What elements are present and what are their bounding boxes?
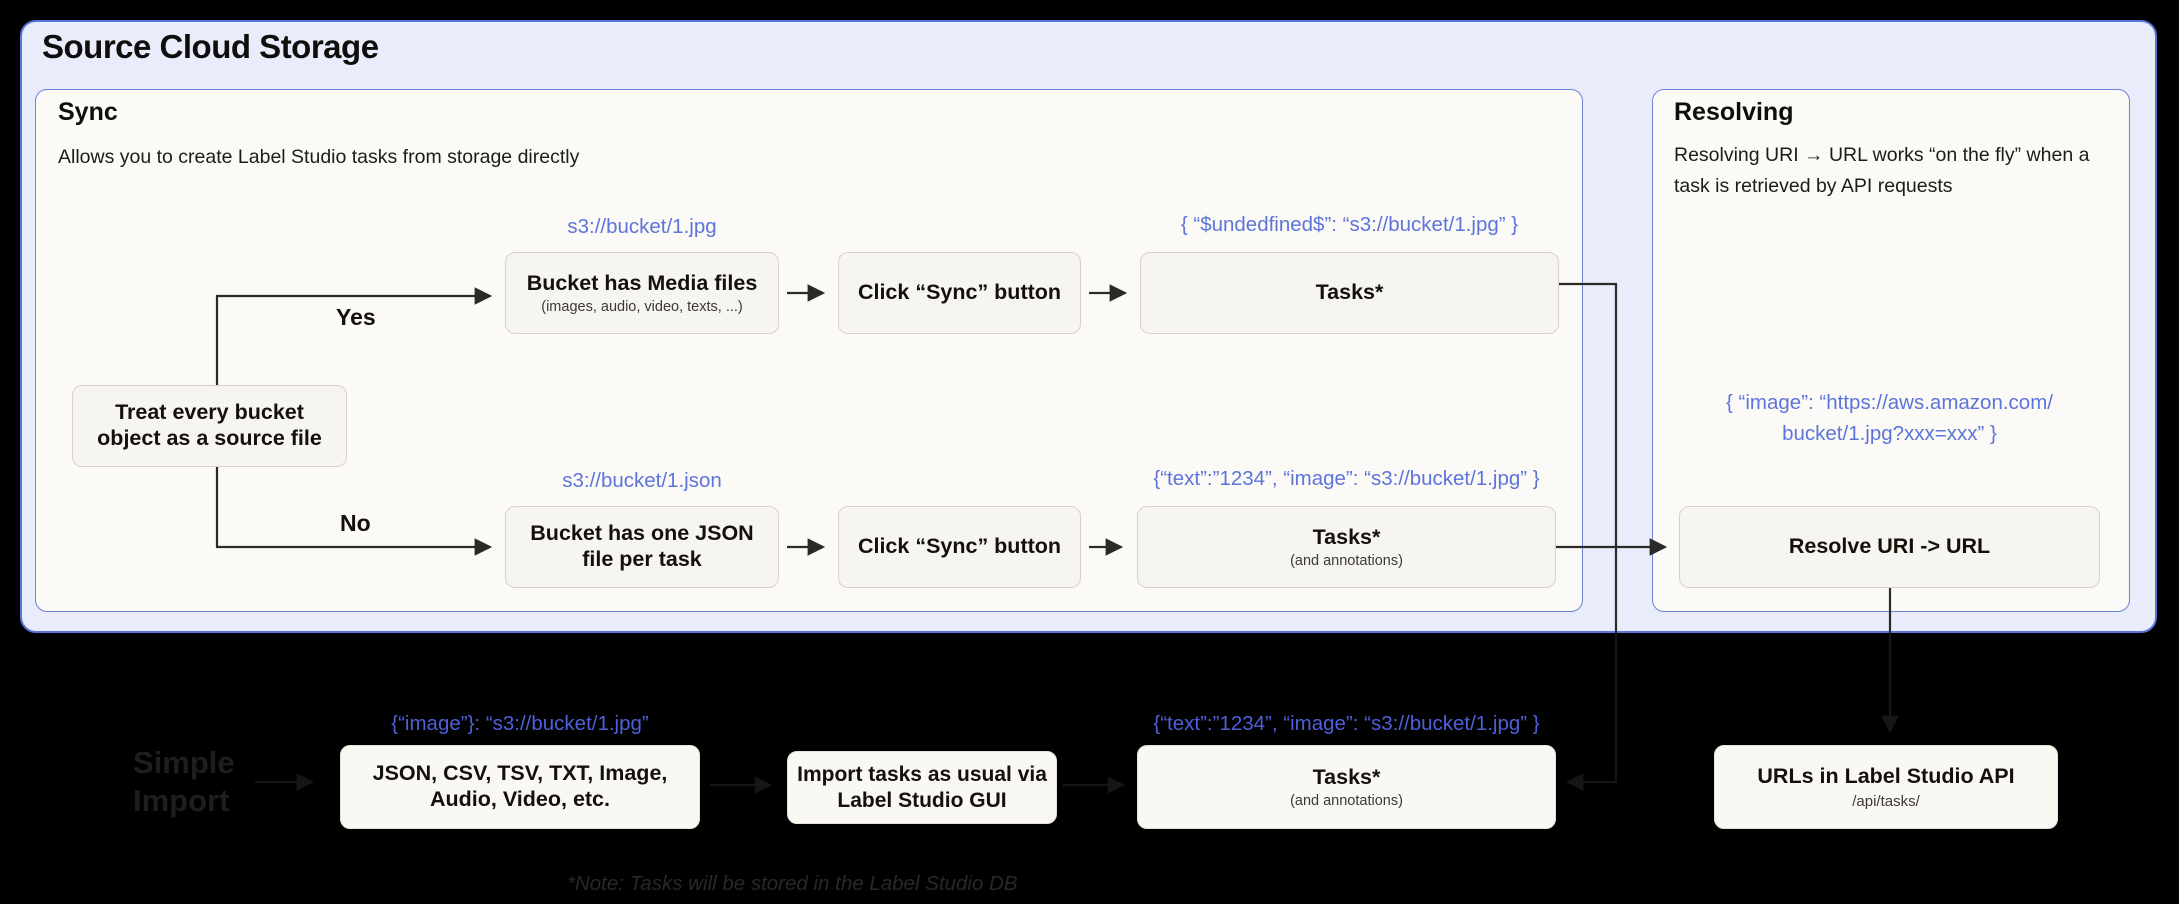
click-sync-top-label: Click “Sync” button: [857, 280, 1062, 305]
api-urls-box: URLs in Label Studio API /api/tasks/: [1714, 745, 2058, 829]
sync-subtitle: Allows you to create Label Studio tasks …: [58, 146, 580, 168]
decision-box-label: Treat every bucket object as a source fi…: [97, 400, 322, 450]
no-branch-arrow: [215, 467, 493, 556]
no-label: No: [340, 510, 371, 536]
bucket-json-title: Bucket has one JSON file per task: [530, 521, 754, 571]
click-sync-box-top: Click “Sync” button: [838, 252, 1081, 334]
api-urls-sub: /api/tasks/: [1852, 792, 1920, 810]
tasks-box-top: Tasks*: [1140, 252, 1559, 334]
resolve-uri-box: Resolve URI -> URL: [1679, 506, 2100, 588]
tasks-bottom-label: Tasks*: [1312, 524, 1381, 549]
faint-line-tasks-down: [1565, 633, 1618, 791]
task-json-label-top: { “$undedfined$”: “s3://bucket/1.jpg” }: [1180, 213, 1519, 236]
resolved-url-label: { “image”: “https://aws.amazon.com/ buck…: [1726, 391, 2053, 445]
tasks-dark-sub: (and annotations): [1290, 793, 1403, 810]
bucket-json-box: Bucket has one JSON file per task: [505, 506, 779, 588]
bucket-media-sub: (images, audio, video, texts, ...): [541, 299, 743, 316]
gui-import-label: Import tasks as usual via Label Studio G…: [797, 763, 1047, 812]
page-title: Source Cloud Storage: [42, 28, 379, 65]
tasks-json-label-dark: {“text”:”1234”, “image”: “s3://bucket/1.…: [1153, 712, 1540, 735]
line-tasks-top-down: [1559, 282, 1618, 633]
tasks-top-label: Tasks*: [1315, 280, 1384, 305]
simple-import-title: Simple Import: [133, 745, 235, 818]
gui-import-box: Import tasks as usual via Label Studio G…: [787, 751, 1057, 824]
decision-box: Treat every bucket object as a source fi…: [72, 385, 347, 467]
formats-box-label: JSON, CSV, TSV, TXT, Image, Audio, Video…: [372, 761, 668, 811]
tasks-dark-label: Tasks*: [1312, 764, 1381, 789]
formats-box: JSON, CSV, TSV, TXT, Image, Audio, Video…: [340, 745, 700, 829]
click-sync-box-bottom: Click “Sync” button: [838, 506, 1081, 588]
formats-json-label: {“image”}: “s3://bucket/1.jpg”: [391, 712, 649, 735]
uri-label-media: s3://bucket/1.jpg: [567, 215, 717, 238]
sync-title: Sync: [58, 98, 118, 126]
uri-label-json: s3://bucket/1.json: [562, 469, 722, 492]
resolving-title: Resolving: [1674, 98, 1794, 126]
resolving-description: Resolving URI → URL works “on the fly” w…: [1674, 144, 2090, 198]
tasks-box-dark: Tasks* (and annotations): [1137, 745, 1556, 829]
api-urls-label: URLs in Label Studio API: [1757, 764, 2015, 789]
task-json-label-bottom: {“text”:”1234”, “image”: “s3://bucket/1.…: [1153, 467, 1540, 490]
tasks-bottom-sub: (and annotations): [1290, 553, 1403, 570]
resolve-uri-label: Resolve URI -> URL: [1788, 534, 1991, 559]
yes-branch-arrow: [215, 287, 493, 385]
yes-label: Yes: [336, 304, 376, 330]
click-sync-bottom-label: Click “Sync” button: [857, 534, 1062, 559]
bucket-media-box: Bucket has Media files (images, audio, v…: [505, 252, 779, 334]
footnote: *Note: Tasks will be stored in the Label…: [567, 872, 1018, 895]
bucket-media-title: Bucket has Media files: [526, 270, 758, 295]
tasks-box-bottom: Tasks* (and annotations): [1137, 506, 1556, 588]
